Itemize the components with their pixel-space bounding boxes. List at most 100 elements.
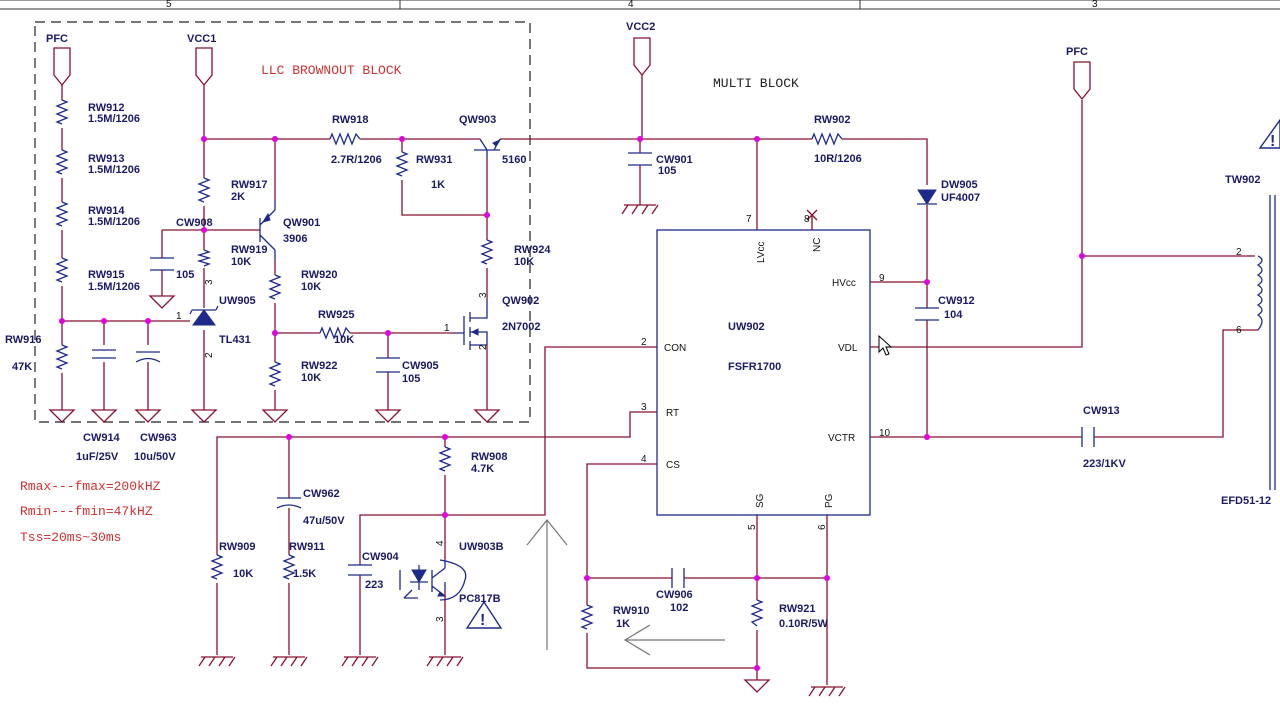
cw905-body <box>376 357 400 373</box>
rw915-body <box>55 257 69 283</box>
cw963-ref: CW963 <box>140 432 177 444</box>
pin-label-con: CON <box>664 343 686 354</box>
rw912-val: 1.5M/1206 <box>88 113 140 125</box>
pfc-rail-arrow-right <box>1073 61 1091 101</box>
qw901-val: 3906 <box>283 233 307 245</box>
annotation-arrows <box>526 519 725 656</box>
qw902-val: 2N7002 <box>502 321 541 333</box>
cw906-body <box>671 568 685 588</box>
rw922-body <box>268 361 282 387</box>
pin-num-cs: 4 <box>641 454 647 465</box>
dw905-diode <box>917 189 937 205</box>
mouse-cursor-icon <box>878 334 893 356</box>
uw903b-optocoupler <box>399 559 467 601</box>
uw902-part: FSFR1700 <box>728 361 781 373</box>
cw904-ref: CW904 <box>362 551 400 563</box>
pin-label-lvcc: LVcc <box>756 242 767 264</box>
dw905-ref: DW905 <box>941 179 978 191</box>
pin-label-pg: PG <box>824 493 835 508</box>
rw920-body <box>268 274 282 300</box>
rw912-body <box>55 99 69 125</box>
cw963-body <box>135 351 161 363</box>
llc-brownout-frame <box>34 21 531 423</box>
pin-num-uw903-e: 3 <box>435 616 446 622</box>
pin-num-uw905-k: 3 <box>204 279 215 285</box>
svg-text:!: ! <box>480 612 485 629</box>
rw922-val: 10K <box>301 372 321 384</box>
rw908-body <box>438 446 452 472</box>
design-notes: Rmax---fmax=200kHZ Rmin---fmin=47kHZ Tss… <box>20 479 161 545</box>
cw908-val: 105 <box>176 269 194 281</box>
rw913-val: 1.5M/1206 <box>88 164 140 176</box>
cw908-body <box>150 257 174 271</box>
uw903b-ref: UW903B <box>459 541 504 553</box>
rw924-val: 10K <box>514 256 534 268</box>
uw905-val: TL431 <box>219 334 251 346</box>
cw905-ref: CW905 <box>402 360 439 372</box>
warning-icon-transformer: ! <box>1258 118 1280 150</box>
rw918-ref: RW918 <box>332 114 368 126</box>
rw910-body <box>580 604 594 630</box>
rw915-ref: RW915 <box>88 269 124 281</box>
rw908-ref: RW908 <box>471 451 507 463</box>
rw916-body <box>55 344 69 370</box>
uw905-shunt-regulator <box>189 305 219 326</box>
rw924-ref: RW924 <box>514 244 551 256</box>
rw911-ref: RW911 <box>289 541 325 553</box>
rw921-val: 0.10R/5W <box>779 618 829 630</box>
pin-label-cs: CS <box>666 460 680 471</box>
cw914-body <box>92 349 116 359</box>
tw902-val: EFD51-12 <box>1221 495 1271 507</box>
pin-num-sg: 5 <box>747 524 758 530</box>
qw901-transistor <box>259 200 276 260</box>
rw925-body <box>319 326 351 340</box>
rw918-body <box>329 132 361 146</box>
cw912-val: 104 <box>944 309 963 321</box>
cw914-val: 1uF/25V <box>76 451 119 463</box>
rw910-ref: RW910 <box>613 605 649 617</box>
annotation-arrow-left <box>623 624 725 656</box>
cw962-body <box>276 497 302 509</box>
cw908-ref: CW908 <box>176 217 213 229</box>
note-rmax: Rmax---fmax=200kHZ <box>20 479 161 494</box>
qw901-ref: QW901 <box>283 217 320 229</box>
uw902-ic-body <box>656 229 871 516</box>
rw909-ref: RW909 <box>219 541 255 553</box>
rw919-val: 10K <box>231 256 251 268</box>
svg-text:!: ! <box>1270 133 1275 150</box>
cw914-ref: CW914 <box>83 432 121 444</box>
rw931-val: 1K <box>431 179 445 191</box>
cw912-ref: CW912 <box>938 295 975 307</box>
pin-num-qw902-d: 3 <box>478 292 489 298</box>
rw920-ref: RW920 <box>301 269 337 281</box>
rw914-ref: RW914 <box>88 205 125 217</box>
pin-label-vdl: VDL <box>838 343 858 354</box>
vcc2-rail-label: VCC2 <box>626 21 655 33</box>
cw913-body <box>1081 427 1095 447</box>
rw921-body <box>750 599 764 627</box>
uw902-ref: UW902 <box>728 321 765 333</box>
nc-pin-x-marker <box>806 209 818 230</box>
cw906-val: 102 <box>670 602 688 614</box>
rw919-body <box>196 249 212 267</box>
pin-num-rt: 3 <box>641 402 647 413</box>
pin-num-uw903-c: 4 <box>435 540 446 546</box>
qw903-ref: QW903 <box>459 114 496 126</box>
rw920-val: 10K <box>301 281 321 293</box>
pin-num-uw905-ref: 1 <box>176 311 182 322</box>
header-col-3: 3 <box>1092 0 1098 10</box>
dw905-val: UF4007 <box>941 192 980 204</box>
cw962-ref: CW962 <box>303 488 340 500</box>
rw919-ref: RW919 <box>231 244 267 256</box>
qw902-mosfet <box>455 300 488 350</box>
rw917-val: 2K <box>231 191 245 203</box>
pin-label-vctr: VCTR <box>828 433 855 444</box>
pin-numbers: 7 8 9 10 2 3 4 5 6 1 3 2 1 3 2 4 3 2 6 <box>176 214 1242 622</box>
rw925-ref: RW925 <box>318 309 354 321</box>
rw924-body <box>480 239 494 265</box>
pin-label-hvcc: HVcc <box>832 278 856 289</box>
annotation-arrow-up <box>526 519 568 650</box>
pin-label-sg: SG <box>755 493 766 508</box>
rw916-val: 47K <box>12 361 32 373</box>
